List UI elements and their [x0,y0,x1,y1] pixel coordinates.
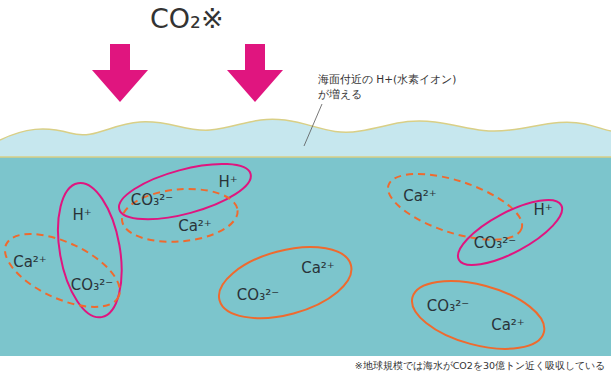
ion-label: Ca²⁺ [13,254,47,269]
seawater [0,157,611,356]
bond-group-dashed: Ca²⁺ [2,231,123,310]
ellipse-outline [2,231,123,310]
ion-label: Ca²⁺ [301,260,335,275]
ion-label: H⁺ [533,202,552,217]
footnote: ※地球規模では海水がCO2を30億トン近く吸収している [355,360,605,371]
ion-pair-ellipse: H⁺ CO₃²⁻ [55,180,125,320]
ion-label: CO₃²⁻ [131,192,173,207]
ion-pair-ellipse: H⁺ CO₃²⁻ [455,197,565,268]
ion-label: CO₃²⁻ [474,235,516,250]
ion-label: H⁺ [218,174,237,189]
wave-line [0,119,611,140]
surface-line [0,156,611,158]
co2-arrow [92,44,148,102]
ellipse-outline [55,180,125,320]
ion-label: H⁺ [72,207,91,222]
ellipse [120,184,240,246]
ion-pair-ellipse: CO₃²⁻ H⁺ [116,161,254,222]
ellipse [449,187,570,277]
ellipse [211,234,359,331]
heading: CO₂※ [150,4,224,34]
ion-label: Ca²⁺ [491,317,525,332]
ion-pair-ellipse: CO₃²⁻ Ca²⁺ [409,278,547,352]
ellipse-outline [385,171,525,243]
ion-label: CO₃²⁻ [71,277,113,292]
co2-arrow [227,44,283,102]
sea-surface [0,119,611,157]
bond-group-dashed: Ca²⁺ [385,171,525,243]
ellipse-outline [409,278,547,352]
ellipse [405,268,552,361]
surface-note: 海面付近の H+(水素イオン)が増える [318,72,468,102]
ellipse-outline [216,244,354,321]
ion-label: CO₃²⁻ [237,287,279,302]
ion-label: Ca²⁺ [403,188,437,203]
leader-line [304,104,322,146]
ion-label: Ca²⁺ [178,218,212,233]
ion-label: CO₃²⁻ [427,298,469,313]
ion-pair-ellipse: CO₃²⁻ Ca²⁺ [216,244,354,321]
ellipse [380,161,529,254]
ellipse [0,218,130,321]
